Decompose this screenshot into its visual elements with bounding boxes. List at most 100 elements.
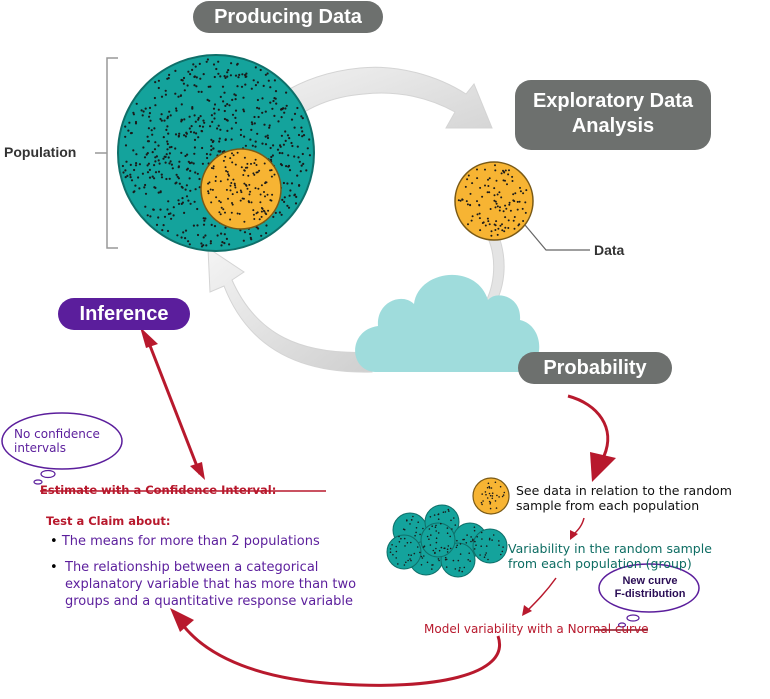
texture-dot (212, 167, 215, 170)
texture-dot (187, 240, 190, 243)
texture-dot (224, 226, 227, 229)
texture-dot (508, 201, 511, 204)
texture-dot (484, 491, 487, 493)
texture-dot (467, 174, 470, 177)
texture-dot (250, 121, 253, 124)
texture-dot (231, 161, 234, 164)
texture-dot (223, 242, 226, 245)
texture-dot (287, 154, 290, 157)
texture-dot (234, 74, 238, 77)
texture-dot (261, 111, 264, 114)
texture-dot (459, 199, 462, 202)
texture-dot (498, 544, 500, 546)
texture-dot (160, 95, 164, 98)
texture-dot (301, 152, 304, 156)
texture-dot (479, 229, 482, 232)
texture-dot (445, 566, 448, 568)
texture-dot (457, 199, 460, 202)
texture-dot (162, 157, 165, 160)
texture-dot (259, 193, 262, 196)
texture-dot (496, 233, 499, 236)
texture-dot (198, 177, 201, 181)
texture-dot (480, 501, 483, 504)
texture-dot (296, 145, 299, 148)
texture-dot (180, 78, 183, 82)
texture-dot (191, 68, 194, 71)
population-bracket (106, 57, 118, 249)
texture-dot (498, 496, 500, 498)
texture-dot (234, 116, 237, 119)
texture-dot (223, 117, 226, 121)
texture-dot (501, 229, 504, 232)
texture-dot (196, 233, 200, 237)
texture-dot (214, 180, 217, 182)
texture-dot (475, 544, 477, 546)
texture-dot (200, 90, 203, 93)
texture-dot (469, 560, 471, 562)
texture-dot (206, 98, 209, 101)
texture-dot (231, 203, 234, 206)
texture-dot (283, 196, 286, 199)
texture-dot (421, 557, 424, 559)
texture-dot (419, 551, 421, 554)
texture-dot (434, 526, 437, 528)
texture-dot (212, 165, 215, 168)
texture-dot (260, 184, 263, 187)
no-ci-bubble-text: No confidence intervals (14, 427, 100, 455)
texture-dot (473, 529, 476, 532)
texture-dot (472, 539, 474, 542)
texture-dot (124, 169, 127, 172)
texture-dot (409, 523, 411, 525)
texture-dot (248, 183, 251, 186)
texture-dot (160, 176, 164, 179)
texture-dot (263, 210, 266, 213)
texture-dot (301, 117, 304, 120)
texture-dot (213, 112, 216, 115)
texture-dot (175, 109, 178, 112)
relationship-line1: The relationship between a categorical (65, 560, 319, 575)
texture-dot (178, 132, 181, 135)
texture-dot (137, 176, 140, 179)
texture-dot (522, 192, 525, 195)
texture-dot (259, 68, 262, 72)
texture-dot (226, 71, 229, 74)
texture-dot (166, 148, 169, 151)
texture-dot (289, 189, 292, 192)
texture-dot (452, 559, 455, 562)
texture-dot (437, 532, 440, 534)
texture-dot (433, 514, 436, 516)
texture-dot (488, 492, 491, 495)
texture-dot (159, 208, 162, 211)
texture-dot (124, 135, 127, 138)
texture-dot (217, 60, 220, 63)
texture-dot (238, 212, 241, 215)
texture-dot (215, 175, 217, 178)
texture-dot (234, 121, 238, 124)
texture-dot (451, 528, 453, 530)
texture-dot (246, 166, 249, 169)
texture-dot (243, 182, 246, 185)
texture-dot (149, 119, 152, 122)
texture-dot (267, 79, 270, 82)
texture-dot (224, 104, 227, 107)
texture-dot (238, 73, 241, 76)
texture-dot (423, 545, 426, 547)
texture-dot (481, 493, 484, 495)
texture-dot (149, 215, 152, 218)
texture-dot (486, 486, 489, 489)
texture-dot (147, 140, 150, 143)
texture-dot (132, 111, 135, 114)
texture-dot (495, 179, 498, 182)
texture-dot (197, 90, 200, 93)
texture-dot (481, 195, 484, 198)
texture-dot (296, 106, 299, 110)
texture-dot (467, 223, 469, 226)
texture-dot (253, 115, 256, 119)
texture-dot (127, 129, 130, 132)
texture-dot (210, 138, 213, 141)
texture-dot (504, 169, 507, 172)
texture-dot (454, 568, 457, 570)
texture-dot (504, 204, 507, 207)
texture-dot (218, 137, 221, 140)
texture-dot (130, 179, 134, 182)
